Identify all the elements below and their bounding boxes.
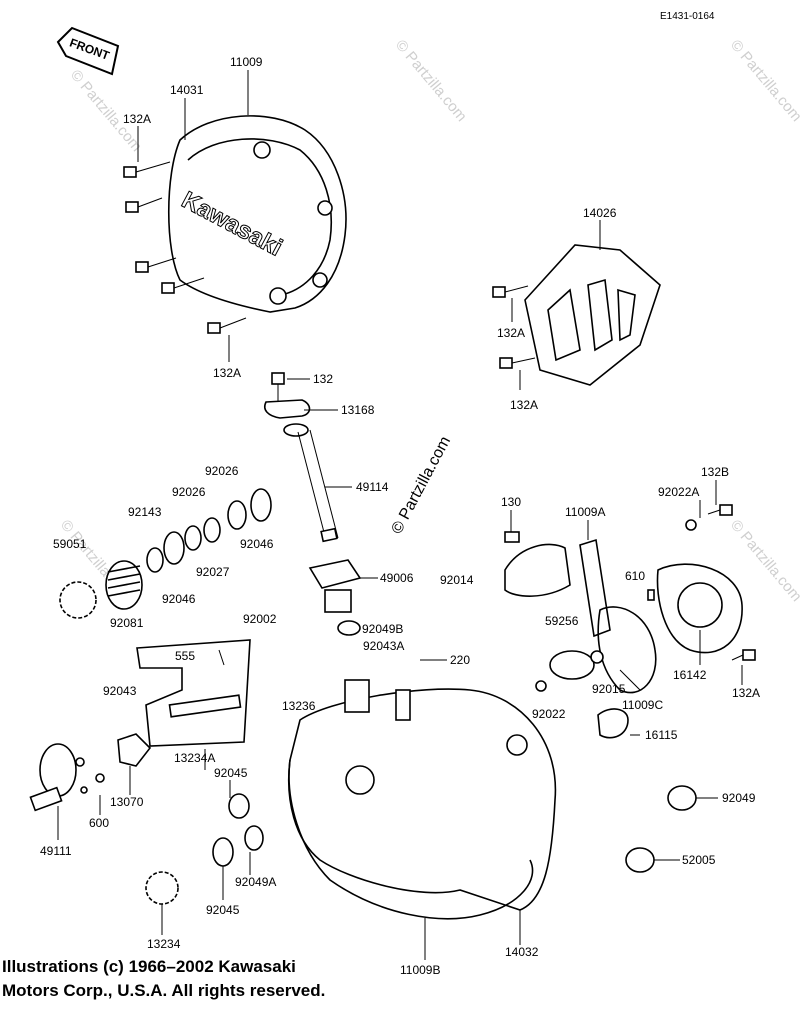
label-13236: 13236 bbox=[282, 699, 316, 713]
label-49114: 49114 bbox=[356, 480, 389, 494]
label-132A-2: 132A bbox=[213, 366, 241, 380]
label-92027: 92027 bbox=[196, 565, 230, 579]
seal-92049A bbox=[244, 825, 264, 851]
label-92014: 92014 bbox=[440, 573, 474, 587]
watermark-2: © Partzilla.com bbox=[392, 37, 470, 125]
label-130: 130 bbox=[501, 495, 521, 509]
label-11009B: 11009B bbox=[400, 963, 440, 977]
label-11009A: 11009A bbox=[565, 505, 605, 519]
label-13070: 13070 bbox=[110, 795, 144, 809]
washer-stack bbox=[105, 488, 272, 610]
watermark-1: © Partzilla.com bbox=[67, 67, 145, 155]
label-16142: 16142 bbox=[673, 668, 707, 682]
label-132A-4: 132A bbox=[510, 398, 538, 412]
label-14031: 14031 bbox=[170, 83, 204, 97]
label-132: 132 bbox=[313, 372, 333, 386]
part-49006 bbox=[308, 559, 362, 613]
seal-92045-a bbox=[228, 793, 250, 819]
seal-92049 bbox=[667, 785, 697, 811]
label-59256: 59256 bbox=[545, 614, 579, 628]
label-14032: 14032 bbox=[505, 945, 539, 959]
water-pump bbox=[504, 531, 743, 739]
impeller-13070 bbox=[117, 733, 152, 767]
label-92046-2: 92046 bbox=[162, 592, 196, 606]
seal-92049B bbox=[337, 620, 361, 636]
copyright-line-1: Illustrations (c) 1966–2002 Kawasaki bbox=[2, 957, 296, 976]
label-92046-1: 92046 bbox=[240, 537, 274, 551]
label-49111: 49111 bbox=[40, 844, 72, 858]
label-14026: 14026 bbox=[583, 206, 617, 220]
label-49006: 49006 bbox=[380, 571, 414, 585]
label-92043A: 92043A bbox=[363, 639, 404, 653]
copyright-line-2: Motors Corp., U.S.A. All rights reserved… bbox=[2, 981, 326, 1000]
label-92022: 92022 bbox=[532, 707, 566, 721]
label-132A-3: 132A bbox=[497, 326, 525, 340]
label-132A-1: 132A bbox=[123, 112, 151, 126]
label-92026-2: 92026 bbox=[172, 485, 206, 499]
label-13234A: 13234A bbox=[174, 751, 215, 765]
plate-13234A bbox=[136, 639, 251, 747]
label-92043: 92043 bbox=[103, 684, 137, 698]
label-92026-1: 92026 bbox=[205, 464, 239, 478]
leader-lines bbox=[57, 70, 743, 960]
bolt-and-plate bbox=[264, 372, 311, 419]
label-555: 555 bbox=[175, 649, 195, 663]
front-arrow: FRONT bbox=[56, 26, 120, 76]
label-92045-1: 92045 bbox=[214, 766, 248, 780]
label-92049B: 92049B bbox=[362, 622, 403, 636]
guard-14026 bbox=[492, 244, 661, 386]
label-132B: 132B bbox=[701, 465, 729, 479]
seal-52005 bbox=[625, 847, 655, 873]
label-59051: 59051 bbox=[53, 537, 87, 551]
crankcase-cover bbox=[287, 679, 557, 920]
label-92049A: 92049A bbox=[235, 875, 276, 889]
label-92015: 92015 bbox=[592, 682, 626, 696]
label-13234: 13234 bbox=[147, 937, 181, 951]
label-220: 220 bbox=[450, 653, 470, 667]
shift-shaft bbox=[283, 423, 339, 543]
label-11009C: 11009C bbox=[622, 698, 663, 712]
diagram-code: E1431-0164 bbox=[660, 11, 715, 22]
label-92049: 92049 bbox=[722, 791, 756, 805]
right-bolts bbox=[685, 504, 756, 661]
label-16115: 16115 bbox=[645, 728, 678, 742]
sprocket-59051 bbox=[59, 581, 97, 619]
watermark-center: © Partzilla.com bbox=[389, 434, 455, 537]
clutch-cover: Kawasaki bbox=[168, 115, 347, 313]
shaft-49111 bbox=[29, 743, 105, 812]
label-92022A: 92022A bbox=[658, 485, 699, 499]
watermark-3: © Partzilla.com bbox=[727, 37, 800, 125]
label-610: 610 bbox=[625, 569, 645, 583]
part-labels: 11009 14031 132A 132A 132 13168 14026 13… bbox=[40, 55, 760, 977]
seal-92045-b bbox=[212, 837, 234, 867]
label-600: 600 bbox=[89, 816, 109, 830]
label-92045-2: 92045 bbox=[206, 903, 240, 917]
copyright-notice: Illustrations (c) 1966–2002 Kawasaki Mot… bbox=[2, 955, 325, 1003]
cover-bolts bbox=[123, 161, 247, 334]
label-52005: 52005 bbox=[682, 853, 716, 867]
gear-13234 bbox=[145, 871, 179, 905]
label-132A-5: 132A bbox=[732, 686, 760, 700]
label-92143: 92143 bbox=[128, 505, 162, 519]
label-13168: 13168 bbox=[341, 403, 375, 417]
label-11009: 11009 bbox=[230, 55, 263, 69]
label-92081: 92081 bbox=[110, 616, 144, 630]
label-92002: 92002 bbox=[243, 612, 277, 626]
